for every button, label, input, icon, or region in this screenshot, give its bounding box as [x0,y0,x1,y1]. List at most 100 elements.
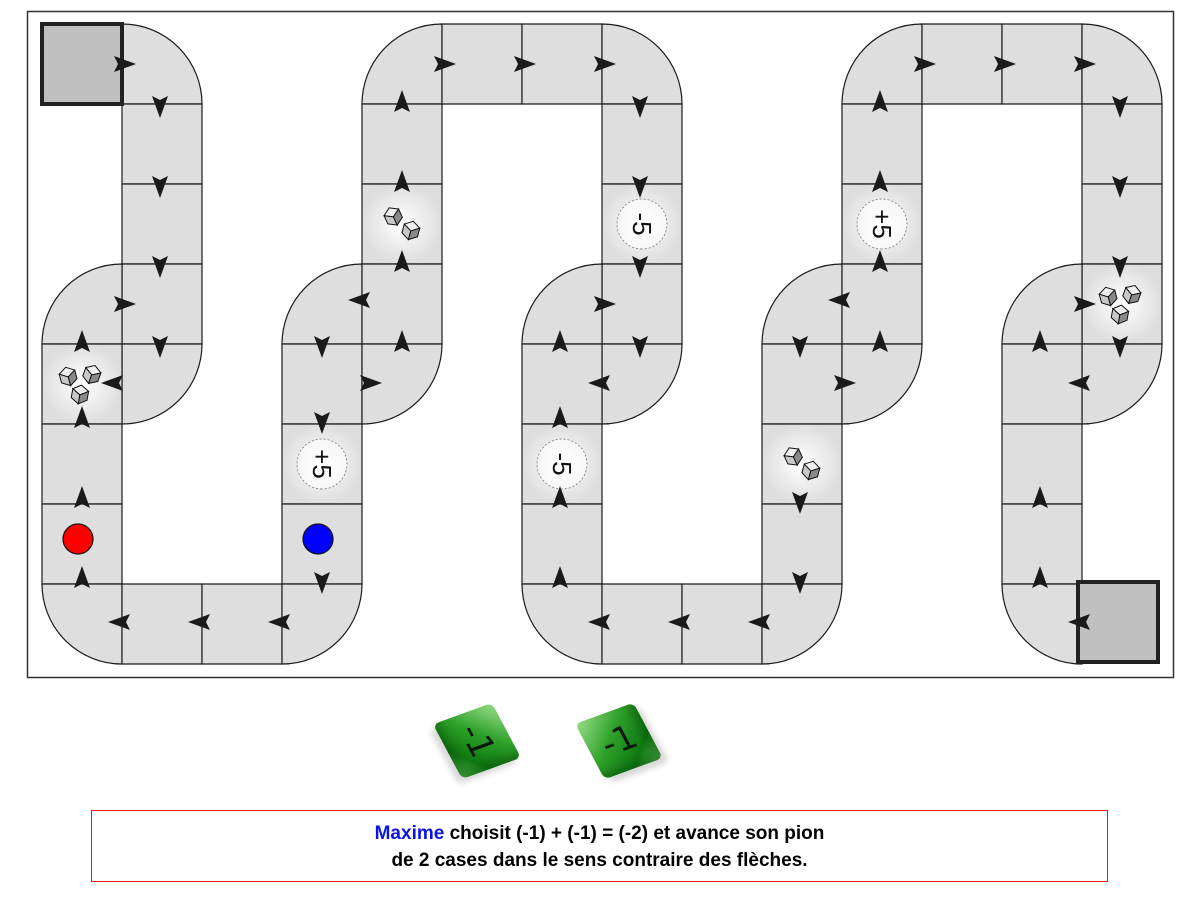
caption-line-1: Maxime choisit (-1) + (-1) = (-2) et ava… [92,820,1107,847]
track-square [761,583,843,665]
cube-right [1107,289,1118,307]
direction-arrow-icon [108,614,130,630]
track-square [121,103,203,185]
direction-arrow-icon [1074,296,1096,312]
die-cube-icon [1098,286,1118,307]
cube-right [77,390,90,405]
direction-arrow-icon [188,614,210,630]
direction-arrow-icon [828,292,850,308]
track-square [121,343,203,425]
track-square [601,583,683,665]
direction-arrow-icon [994,56,1016,72]
bonus-square: +5 [296,438,348,490]
direction-arrow-icon [314,412,330,434]
direction-arrow-icon [114,296,136,312]
direction-arrow-icon [792,336,808,358]
direction-arrow-icon [394,330,410,352]
direction-arrow-icon [1032,330,1048,352]
bonus-label: +5 [307,449,337,479]
direction-arrow-icon [74,486,90,508]
cube-right [1117,310,1130,325]
dice-square-icon [783,447,821,481]
direction-arrow-icon [1074,56,1096,72]
direction-arrow-icon [594,296,616,312]
cube-right [87,372,102,385]
die-1-face: -1 [450,719,504,763]
malus-square: -5 [536,438,588,490]
direction-arrow-icon [632,96,648,118]
direction-arrow-icon [268,614,290,630]
track-square [601,343,683,425]
direction-arrow-icon [1032,566,1048,588]
malus-label: -5 [547,452,577,475]
track-square [761,423,843,505]
track-square [281,263,363,345]
direction-arrow-icon [152,256,168,278]
track-square [841,343,923,425]
die-cube-icon [1110,304,1130,325]
direction-arrow-icon [594,56,616,72]
track-square [521,263,603,345]
die-cube-icon [783,447,803,467]
track-square [1001,263,1083,345]
track-square [361,23,443,105]
direction-arrow-icon [1068,614,1090,630]
track-square [281,583,363,665]
track-square [1081,103,1163,185]
cube-right [407,227,421,241]
direction-arrow-icon [632,336,648,358]
track-square [41,263,123,345]
direction-arrow-icon [834,375,856,391]
die-cube-icon [801,460,821,481]
track-square [121,23,203,105]
track-square [121,583,203,665]
direction-arrow-icon [514,56,536,72]
end-square [1076,580,1160,664]
caption-line-2: de 2 cases dans le sens contraire des fl… [391,850,808,871]
direction-arrow-icon [872,330,888,352]
track-square [761,343,843,425]
direction-arrow-icon [314,572,330,594]
direction-arrow-icon [552,330,568,352]
direction-arrow-icon [152,176,168,198]
die-cube-icon [82,364,102,385]
direction-arrow-icon [394,250,410,272]
caption-box: Maxime choisit (-1) + (-1) = (-2) et ava… [91,810,1108,882]
direction-arrow-icon [792,572,808,594]
direction-arrow-icon [872,90,888,112]
token-circle [296,438,348,490]
track-square [761,503,843,585]
die-cube-icon [70,384,90,405]
dice-square-icon [383,207,421,241]
direction-arrow-icon [872,170,888,192]
direction-arrow-icon [394,170,410,192]
track-square [841,263,923,345]
player-name: Maxime [374,823,445,844]
direction-arrow-icon [552,486,568,508]
die-cube-icon [401,220,421,241]
track-square [601,23,683,105]
token-circle [856,198,908,250]
direction-arrow-icon [152,336,168,358]
track-square [601,103,683,185]
cube-right [67,369,78,387]
token-circle [616,198,668,250]
direction-arrow-icon [588,375,610,391]
direction-arrow-icon [632,176,648,198]
bonus-square: +5 [856,198,908,250]
direction-arrow-icon [434,56,456,72]
direction-arrow-icon [914,56,936,72]
direction-arrow-icon [152,96,168,118]
track-square [1081,183,1163,265]
die-2-face: -1 [593,717,645,765]
die-cube-icon [1122,284,1142,305]
bonus-label: +5 [867,209,897,239]
die-cube-icon [58,366,78,387]
direction-arrow-icon [632,256,648,278]
track-square [841,23,923,105]
direction-arrow-icon [348,292,370,308]
direction-arrow-icon [360,375,382,391]
caption-line-1-text: choisit (-1) + (-1) = (-2) et avance son… [444,823,825,844]
track-square [121,183,203,265]
